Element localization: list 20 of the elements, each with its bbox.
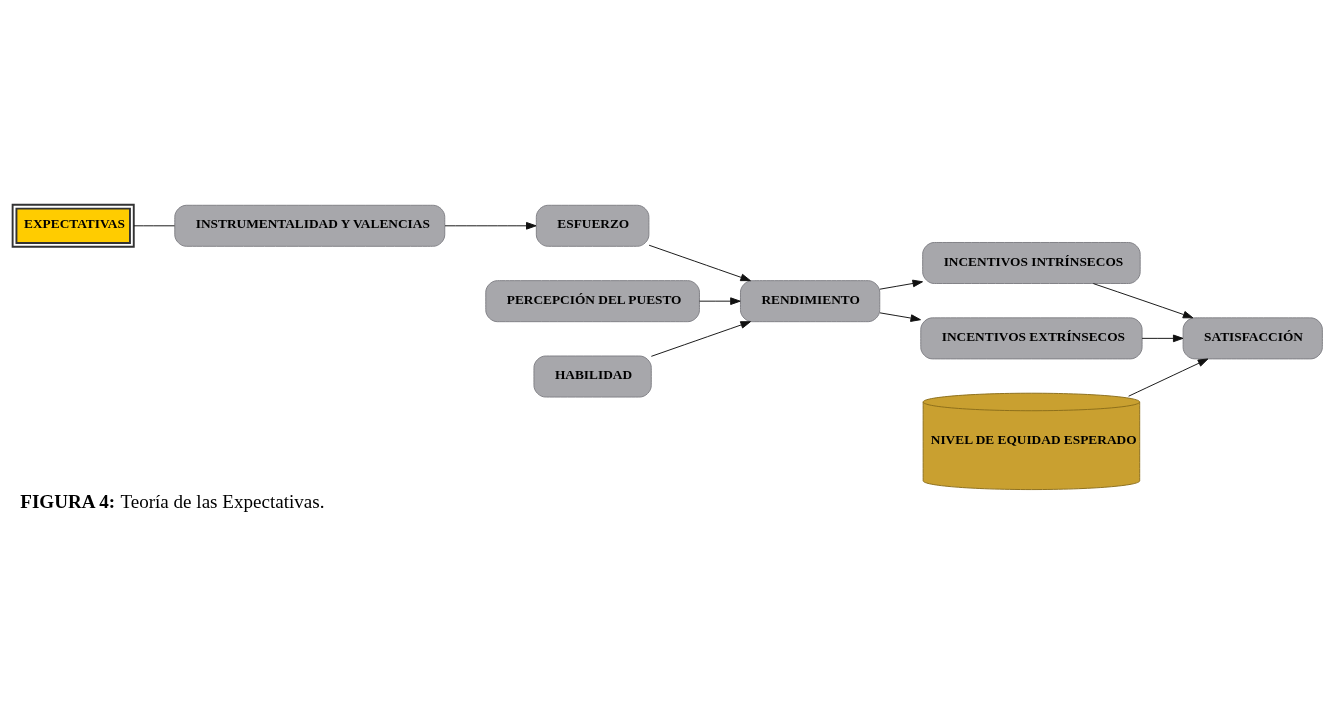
node-box: ESFUERZO — [535, 204, 650, 247]
arrow — [699, 297, 741, 305]
arrow — [444, 222, 537, 230]
arrow — [1092, 283, 1194, 319]
arrow — [648, 244, 751, 282]
node-box: EXPECTATIVAS — [11, 203, 135, 248]
node-box: PERCEPCIÓN DEL PUESTO — [485, 280, 700, 323]
node-box: HABILIDAD — [533, 355, 652, 398]
arrow — [1141, 334, 1184, 343]
arrow — [879, 312, 921, 322]
arrow — [1128, 358, 1209, 397]
node-box: INSTRUMENTALIDAD Y VALENCIAS — [174, 204, 446, 247]
node-box: RENDIMIENTO — [740, 280, 881, 323]
arrow — [879, 279, 923, 290]
connector — [133, 225, 176, 227]
caption: FIGURA 4: Teoría de las Expectativas. — [20, 490, 325, 512]
node-box: INCENTIVOS EXTRÍNSECOS — [920, 317, 1143, 360]
node-box: INCENTIVOS INTRÍNSECOS — [922, 242, 1141, 284]
node-box: SATISFACCIÓN — [1182, 317, 1323, 360]
arrow — [650, 321, 751, 357]
